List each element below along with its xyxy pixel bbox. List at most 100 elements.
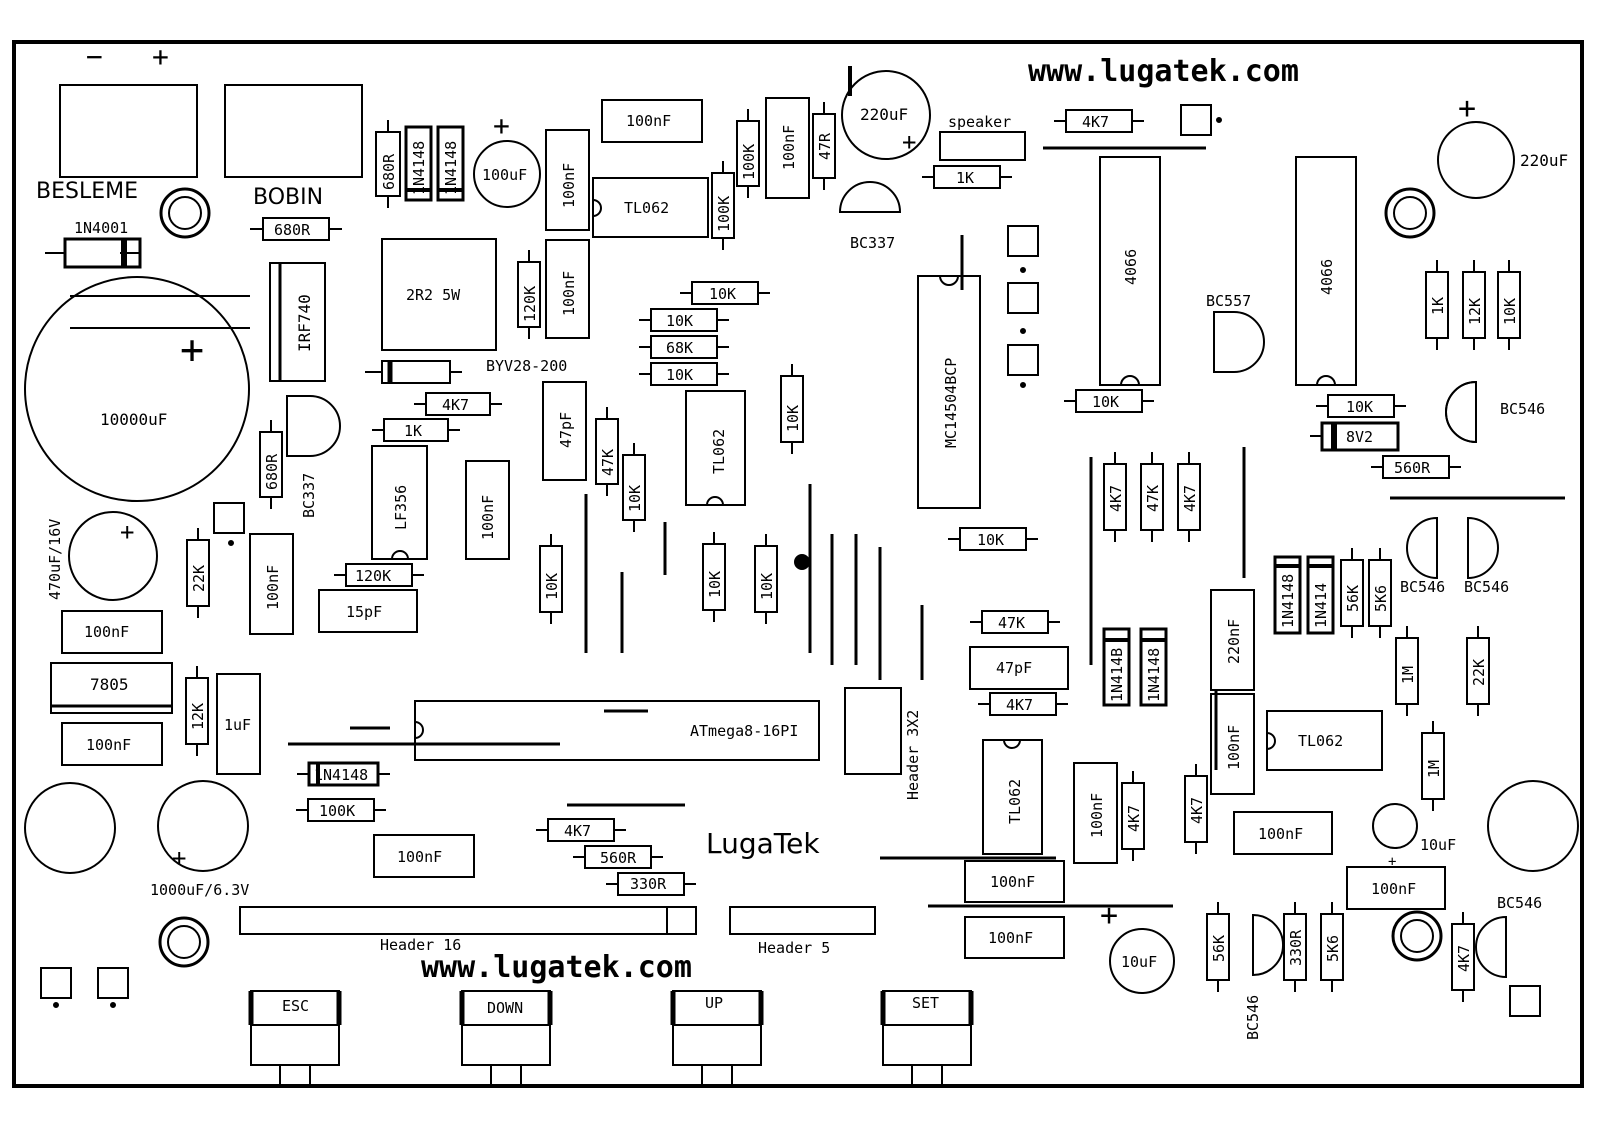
resistor-10k[interactable]: 10K <box>702 532 726 622</box>
test-pad[interactable] <box>1007 328 1039 388</box>
capacitor-100nf[interactable]: 100nF <box>765 97 810 199</box>
resistor-1m[interactable]: 1M <box>1421 721 1445 811</box>
resistor-100k[interactable]: 100K <box>711 161 735 250</box>
test-pad[interactable] <box>1180 104 1222 136</box>
resistor-12k[interactable]: 12K <box>185 666 209 756</box>
capacitor-1000uf[interactable]: + 1000uF/6.3V <box>150 780 249 899</box>
capacitor-10uf[interactable]: + 10uF <box>1372 803 1456 870</box>
resistor-4k7[interactable]: 4K7 <box>978 692 1068 716</box>
website-top[interactable]: www.lugatek.com <box>1028 54 1299 89</box>
mcu-atmega8[interactable]: ATmega8-16PI <box>414 700 820 761</box>
capacitor-220nf[interactable]: 220nF <box>1210 589 1255 691</box>
resistor-680r[interactable]: 680R <box>250 217 342 241</box>
capacitor-100nf[interactable]: 100nF <box>964 916 1065 959</box>
resistor-10k[interactable]: 10K <box>639 308 729 332</box>
transistor-bc546[interactable]: BC546 <box>1244 913 1284 1040</box>
capacitor-10uf[interactable]: + 10uF <box>1100 898 1175 994</box>
resistor-12k[interactable]: 12K <box>1462 260 1486 350</box>
mosfet-irf740[interactable]: IRF740 <box>269 262 326 382</box>
resistor-560r[interactable]: 560R <box>1371 455 1461 479</box>
diode-1n4001[interactable]: 1N4001 <box>45 219 142 269</box>
resistor-22k[interactable]: 22K <box>1466 626 1490 716</box>
capacitor-100nf[interactable]: 100nF <box>61 610 163 654</box>
ic-mc14504bcp[interactable]: MC14504BCP <box>917 275 981 509</box>
capacitor-220uf[interactable]: + 220uF <box>1437 91 1568 199</box>
resistor-1k[interactable]: 1K <box>1425 260 1449 350</box>
capacitor-100uf[interactable]: + 100uF <box>473 109 541 208</box>
resistor-4k7[interactable]: 4K7 <box>1184 764 1208 854</box>
capacitor-10000uf[interactable]: + 10000uF <box>24 276 250 502</box>
transistor-bc546[interactable]: BC546 <box>1475 894 1542 979</box>
resistor-47k[interactable]: 47K <box>970 610 1060 634</box>
capacitor-47pf[interactable]: 47pF <box>969 646 1069 690</box>
transistor-bc546[interactable]: BC546 <box>1445 380 1545 444</box>
header-3x2[interactable]: Header 3X2 <box>844 687 922 800</box>
resistor-4k7[interactable]: 4K7 <box>1121 771 1145 861</box>
ic-4066[interactable]: 4066 <box>1099 156 1161 386</box>
resistor-10k[interactable]: 10K <box>539 534 563 624</box>
ic-4066[interactable]: 4066 <box>1295 156 1357 386</box>
transistor-bc337[interactable]: BC337 <box>286 395 341 518</box>
resistor-100k[interactable]: 100K <box>736 109 760 198</box>
capacitor-100nf[interactable]: 100nF <box>601 99 703 143</box>
resistor-1k[interactable]: 1K <box>922 165 1012 189</box>
opamp-tl062[interactable]: TL062 <box>982 739 1043 855</box>
opamp-tl062[interactable]: TL062 <box>685 390 746 506</box>
diode-1n4148[interactable]: 1N4148 <box>297 761 390 787</box>
resistor-120k[interactable]: 120K <box>517 250 541 339</box>
diode-1n414[interactable]: 1N414 <box>1306 555 1335 635</box>
resistor-10k[interactable]: 10K <box>948 527 1038 551</box>
resistor-120k[interactable]: 120K <box>334 563 424 587</box>
resistor-5k6[interactable]: 5K6 <box>1368 548 1392 638</box>
test-pad[interactable] <box>1509 985 1541 1017</box>
resistor-4k7[interactable]: 4K7 <box>1103 452 1127 542</box>
resistor-56k[interactable]: 56K <box>1340 548 1364 638</box>
website-bottom[interactable]: www.lugatek.com <box>421 950 692 985</box>
capacitor-100nf[interactable]: 100nF <box>465 460 510 560</box>
capacitor-1uf[interactable]: 1uF <box>216 673 261 775</box>
resistor-10k[interactable]: 10K <box>680 281 770 305</box>
button-esc[interactable]: ESC <box>248 990 342 1087</box>
diode-byv28-200[interactable]: BYV28-200 <box>365 357 567 384</box>
resistor-10k[interactable]: 10K <box>1497 260 1521 350</box>
resistor-10k[interactable]: 10K <box>622 443 646 532</box>
capacitor-100nf[interactable]: 100nF <box>249 533 294 635</box>
coil-connector-bobin[interactable]: BOBIN <box>224 84 363 210</box>
resistor-10k[interactable]: 10K <box>1064 389 1154 413</box>
header-16[interactable]: Header 16 <box>239 906 697 954</box>
capacitor-100nf[interactable]: 100nF <box>1346 866 1446 910</box>
resistor-4k7[interactable]: 4K7 <box>536 818 626 842</box>
resistor-680r[interactable]: 680R <box>259 420 283 509</box>
transistor-bc546[interactable]: BC546 <box>1464 516 1509 596</box>
resistor-5k6[interactable]: 5K6 <box>1320 902 1344 992</box>
opamp-lf356[interactable]: LF356 <box>371 445 428 560</box>
resistor-10k[interactable]: 10K <box>1316 394 1406 418</box>
button-down[interactable]: DOWN <box>459 990 553 1087</box>
resistor-100k[interactable]: 100K <box>296 798 386 822</box>
capacitor-100nf[interactable]: 100nF <box>61 722 163 766</box>
resistor-47k[interactable]: 47K <box>1140 452 1164 542</box>
test-pad[interactable] <box>213 502 245 546</box>
capacitor-470uf[interactable]: + 470uF/16V <box>46 511 158 601</box>
diode-1n4148[interactable]: 1N4148 <box>1139 627 1168 707</box>
capacitor-47pf[interactable]: 47pF <box>542 381 587 481</box>
resistor-330r[interactable]: 330R <box>1283 902 1307 992</box>
capacitor-100nf[interactable]: 100nF <box>1073 762 1118 864</box>
capacitor-100nf[interactable]: 100nF <box>545 129 590 231</box>
transistor-bc546[interactable]: BC546 <box>1400 516 1445 596</box>
resistor-10k[interactable]: 10K <box>754 534 778 624</box>
transistor-bc557[interactable]: BC557 <box>1206 292 1265 373</box>
capacitor-15pf[interactable]: 15pF <box>318 589 418 633</box>
resistor-1m[interactable]: 1M <box>1395 626 1419 716</box>
resistor-10k[interactable]: 10K <box>780 364 804 454</box>
power-connector-besleme[interactable]: − + BESLEME <box>36 40 198 204</box>
resistor-10k[interactable]: 10K <box>639 362 729 386</box>
transistor-bc337[interactable]: BC337 <box>838 181 902 252</box>
resistor-47r[interactable]: 47R <box>812 102 836 190</box>
button-up[interactable]: UP <box>670 990 764 1087</box>
header-5[interactable]: Header 5 <box>729 906 876 957</box>
opamp-tl062[interactable]: TL062 <box>592 177 709 238</box>
capacitor-100nf[interactable]: 100nF <box>1210 693 1255 795</box>
capacitor-220uf[interactable]: + 220uF <box>841 66 931 160</box>
resistor-56k[interactable]: 56K <box>1206 902 1230 992</box>
